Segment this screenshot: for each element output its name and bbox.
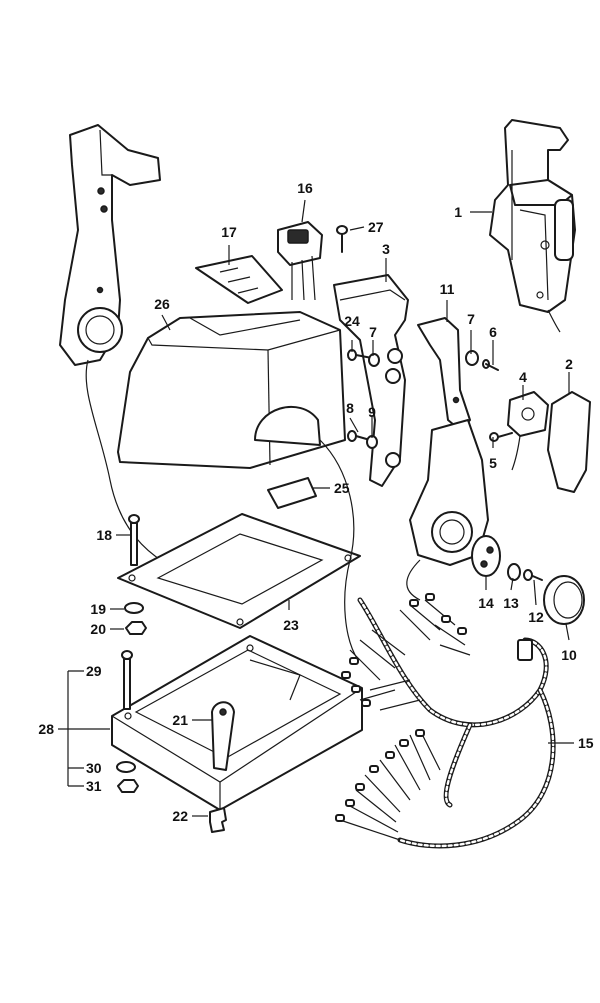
callout-8: 8	[346, 400, 354, 416]
callout-17: 17	[221, 224, 237, 240]
callout-14: 14	[478, 595, 494, 611]
control-lever-right	[406, 419, 489, 601]
screw-12	[523, 569, 543, 581]
callout-31: 31	[86, 778, 102, 794]
friction-plate	[471, 535, 501, 577]
callout-12: 12	[528, 609, 544, 625]
bracket-21	[211, 701, 235, 771]
base-box	[111, 635, 363, 811]
gasket	[117, 513, 361, 629]
callout-7b: 7	[467, 311, 475, 327]
bracket-plate	[195, 255, 283, 304]
nut-20	[125, 621, 147, 635]
callout-3: 3	[382, 241, 390, 257]
knob-cap	[543, 575, 585, 625]
lever-cable	[319, 439, 359, 661]
shift-arm	[417, 317, 471, 431]
bolt-8-9	[347, 430, 378, 449]
callout-24: 24	[344, 313, 360, 329]
callout-27: 27	[368, 219, 384, 235]
callout-15: 15	[578, 735, 594, 751]
callout-6: 6	[489, 324, 497, 340]
callouts: 1 2 3 4 5 6 7 7 8 9 10 11 12 13 14 15 16…	[38, 180, 593, 824]
leader-lines	[58, 199, 574, 817]
washer-19	[124, 602, 144, 614]
callout-11: 11	[440, 281, 455, 297]
callout-29: 29	[86, 663, 102, 679]
bolt-29	[121, 650, 133, 710]
washer-30	[116, 761, 136, 773]
callout-19: 19	[90, 601, 106, 617]
callout-4: 4	[519, 369, 527, 385]
washer-13	[507, 563, 521, 581]
clip-22	[209, 807, 227, 833]
control-cover	[117, 311, 346, 469]
control-lever-left	[59, 124, 201, 579]
callout-9: 9	[368, 404, 376, 420]
callout-5: 5	[489, 455, 497, 471]
trim-switch	[277, 221, 323, 301]
callout-23: 23	[283, 617, 299, 633]
screw-5	[489, 432, 513, 442]
callout-28: 28	[38, 721, 54, 737]
callout-22: 22	[172, 808, 188, 824]
bolt-18	[128, 514, 140, 566]
callout-13: 13	[503, 595, 519, 611]
callout-30: 30	[86, 760, 102, 776]
screw-6-7	[465, 350, 499, 371]
neutral-switch	[507, 391, 549, 471]
callout-25: 25	[334, 480, 350, 496]
lock-arm	[333, 274, 409, 487]
cover-pad	[267, 477, 317, 509]
callout-26: 26	[154, 296, 170, 312]
callout-16: 16	[297, 180, 313, 196]
screw-27	[336, 225, 348, 253]
nut-31	[117, 779, 139, 793]
callout-2: 2	[565, 356, 573, 372]
remote-control-unit	[489, 119, 576, 333]
wire-harness	[335, 593, 556, 849]
callout-21: 21	[172, 712, 188, 728]
callout-1: 1	[454, 204, 462, 220]
callout-10: 10	[561, 647, 577, 663]
callout-7a: 7	[369, 324, 377, 340]
callout-20: 20	[90, 621, 106, 637]
switch-cover	[547, 391, 591, 493]
callout-18: 18	[96, 527, 112, 543]
